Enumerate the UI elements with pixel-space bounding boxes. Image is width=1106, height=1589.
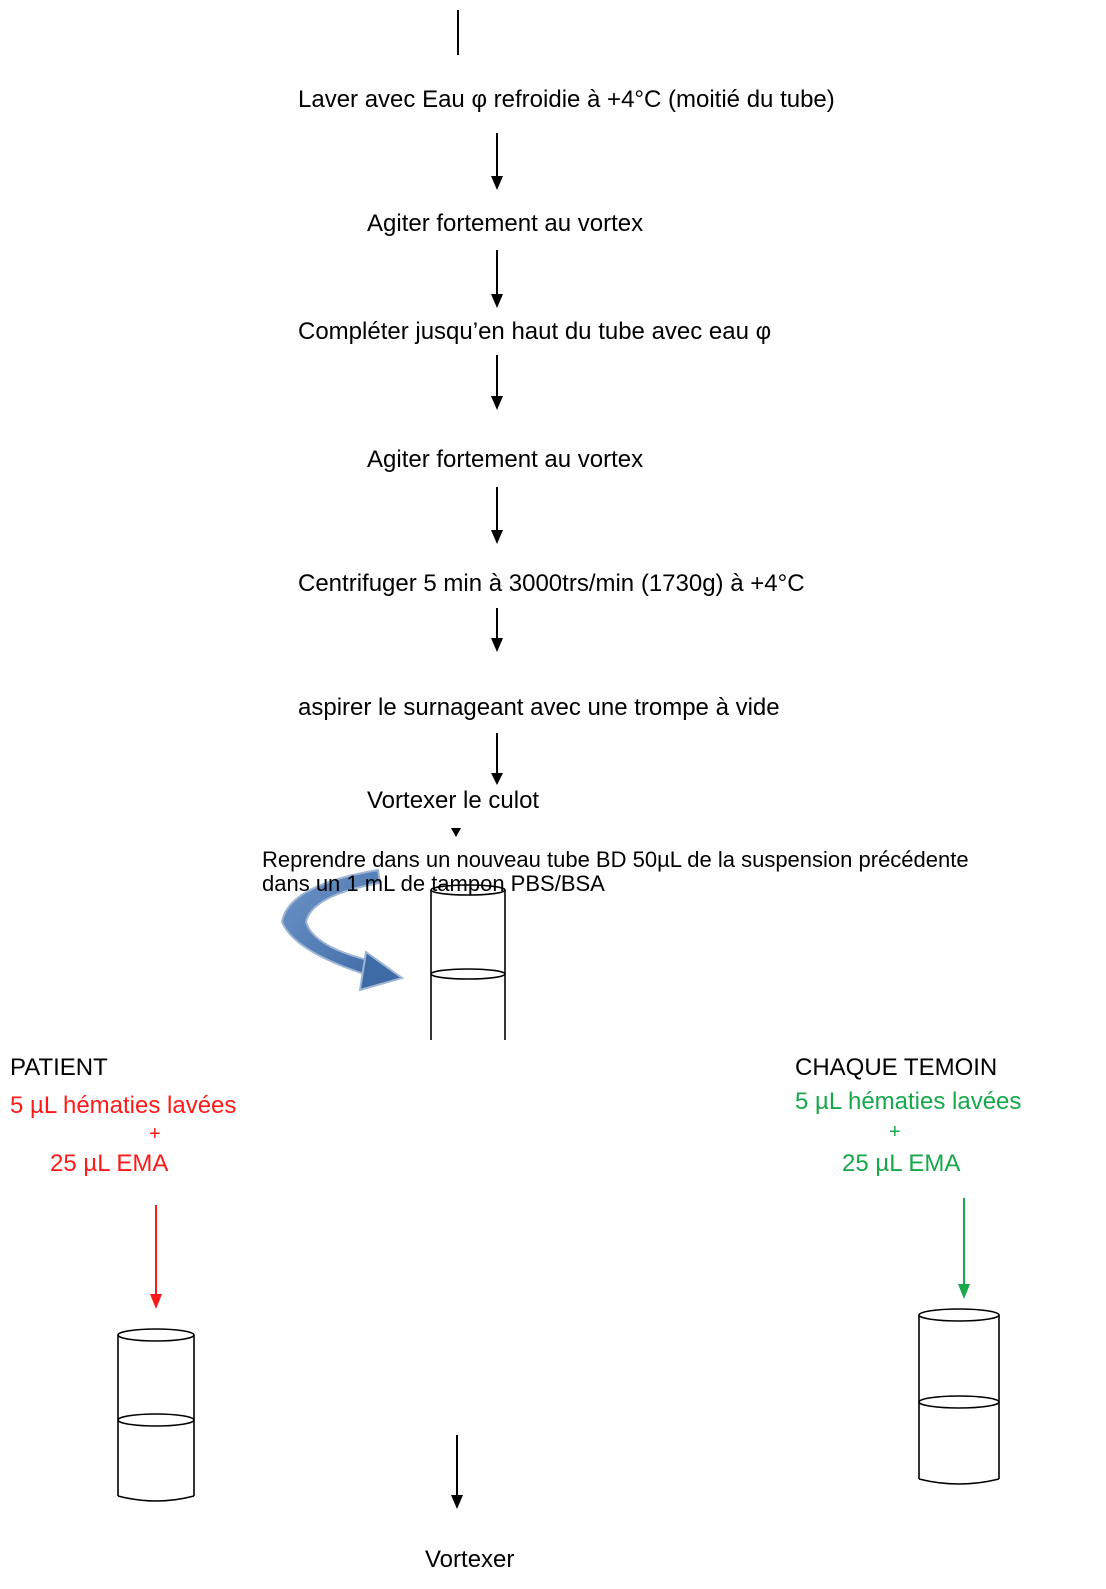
step-resuspend-line1: Reprendre dans un nouveau tube BD 50µL d… — [262, 847, 969, 872]
control-arrow — [958, 1198, 970, 1299]
tube-patient-icon — [117, 1328, 195, 1502]
arrow-down-3 — [491, 355, 503, 410]
step-aspirate: aspirer le surnageant avec une trompe à … — [298, 694, 780, 721]
patient-line2: 25 µL EMA — [50, 1150, 169, 1177]
clip-line — [380, 1040, 520, 1044]
arrow-down-6 — [491, 733, 503, 785]
control-line2: 25 µL EMA — [842, 1150, 961, 1177]
control-line1: 5 µL hématies lavées — [795, 1088, 1022, 1115]
step-wash: Laver avec Eau φ refroidie à +4°C (moiti… — [298, 86, 835, 113]
tube-center-icon — [430, 884, 506, 1042]
step-vortex-pellet: Vortexer le culot — [367, 787, 540, 814]
step-final: Vortexer — [425, 1546, 515, 1573]
patient-plus: + — [149, 1123, 161, 1145]
step-resuspend-line2: dans un 1 mL de tampon PBS/BSA — [262, 871, 605, 896]
arrow-down-5 — [491, 608, 503, 652]
arrow-down-4 — [491, 487, 503, 544]
curved-arrow-icon — [280, 868, 405, 992]
control-plus: + — [889, 1121, 901, 1143]
step-complete: Compléter jusqu’en haut du tube avec eau… — [298, 318, 772, 345]
arrow-down-1 — [491, 133, 503, 190]
tube-control-icon — [918, 1308, 1000, 1485]
patient-arrow — [150, 1205, 162, 1309]
step-agitate-2: Agiter fortement au vortex — [367, 446, 644, 473]
arrow-down-small — [451, 828, 461, 837]
control-title: CHAQUE TEMOIN — [795, 1054, 998, 1081]
patient-line1: 5 µL hématies lavées — [10, 1092, 237, 1119]
step-agitate-1: Agiter fortement au vortex — [367, 210, 644, 237]
arrow-down-2 — [491, 250, 503, 308]
arrow-down-final — [451, 1435, 463, 1509]
patient-title: PATIENT — [10, 1054, 108, 1081]
step-centrifuge: Centrifuger 5 min à 3000trs/min (1730g) … — [298, 570, 805, 597]
